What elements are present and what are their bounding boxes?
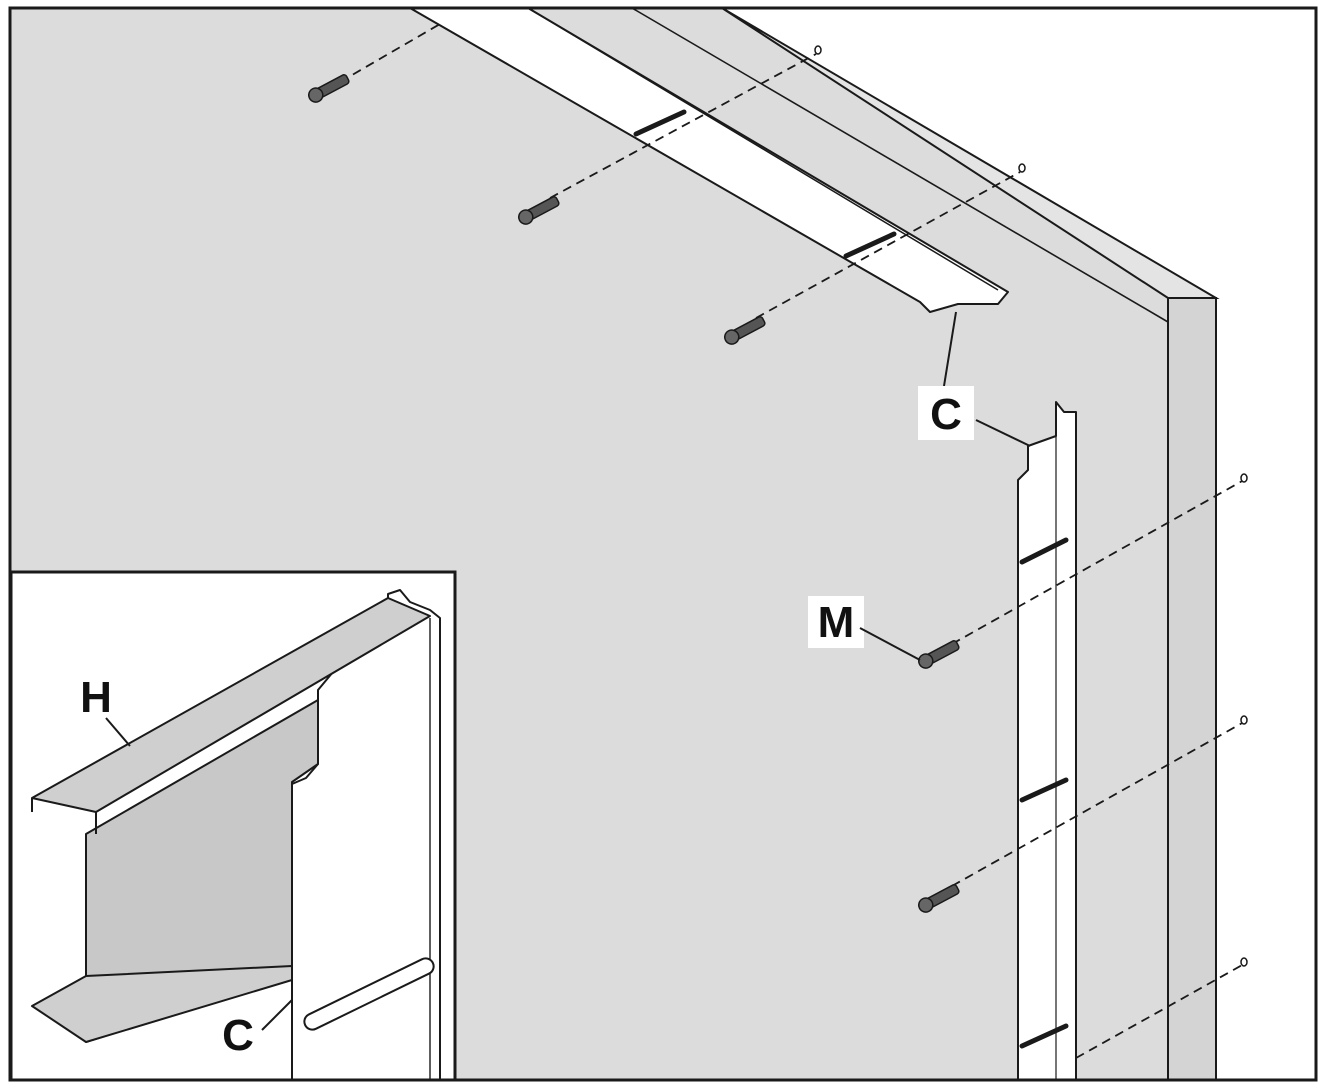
- top-rail-slot-2: [843, 231, 897, 259]
- panel-side-edge: [1167, 297, 1217, 1081]
- leader-line-vertical-rail: [975, 419, 1031, 447]
- hole-1: [814, 45, 822, 55]
- panel-edge-line: [631, 7, 1169, 323]
- screw-5: [918, 884, 960, 913]
- screws: [308, 74, 960, 913]
- vertical-rail: [1017, 401, 1077, 1081]
- screw-4: [918, 640, 960, 669]
- hole-3: [1240, 473, 1248, 483]
- screw-2: [518, 196, 560, 225]
- top-rail: [409, 7, 1009, 313]
- screw-axes: [339, 23, 1245, 1059]
- hole-4: [1240, 715, 1248, 725]
- callout-screw: M: [808, 596, 921, 661]
- detail-inset: H C: [9, 570, 457, 1082]
- hanger-bottom-flange: [31, 965, 293, 1043]
- leader-line: [261, 999, 293, 1031]
- axis-line-1: [339, 23, 441, 83]
- detail-rail-slot: [303, 957, 435, 1031]
- screw-1: [308, 74, 350, 103]
- callout-box: [918, 386, 974, 440]
- callout-label-hanger: H: [80, 673, 112, 722]
- axis-line-2: [549, 53, 817, 199]
- axis-line-6: [1075, 963, 1245, 1059]
- axis-line-3: [755, 171, 1021, 319]
- top-rail-slot-1: [633, 109, 687, 137]
- leader-line: [943, 311, 957, 387]
- callout-box: [808, 596, 864, 648]
- callout-label-screw: M: [818, 598, 855, 647]
- vertical-rail-body: [1017, 401, 1077, 1081]
- hanger-top-flange: [31, 597, 431, 813]
- vertical-rail-slot-1: [1019, 537, 1069, 565]
- hole-2: [1018, 163, 1026, 173]
- callout-top-rail: C: [918, 311, 974, 440]
- hole-5: [1240, 957, 1248, 967]
- vertical-rail-slot-3: [1019, 1023, 1069, 1049]
- vertical-rail-slot-2: [1019, 777, 1069, 803]
- drill-holes: [814, 45, 1248, 967]
- leader-line: [105, 717, 131, 747]
- axis-line-5: [951, 721, 1245, 887]
- leader-line: [859, 627, 921, 661]
- screw-3: [724, 316, 766, 345]
- top-rail-fold: [527, 7, 999, 291]
- axis-line-4: [951, 479, 1245, 645]
- callout-label-top-rail: C: [930, 390, 962, 439]
- callout-label-detail-rail: C: [222, 1011, 254, 1060]
- diagram-border: [8, 6, 1318, 1082]
